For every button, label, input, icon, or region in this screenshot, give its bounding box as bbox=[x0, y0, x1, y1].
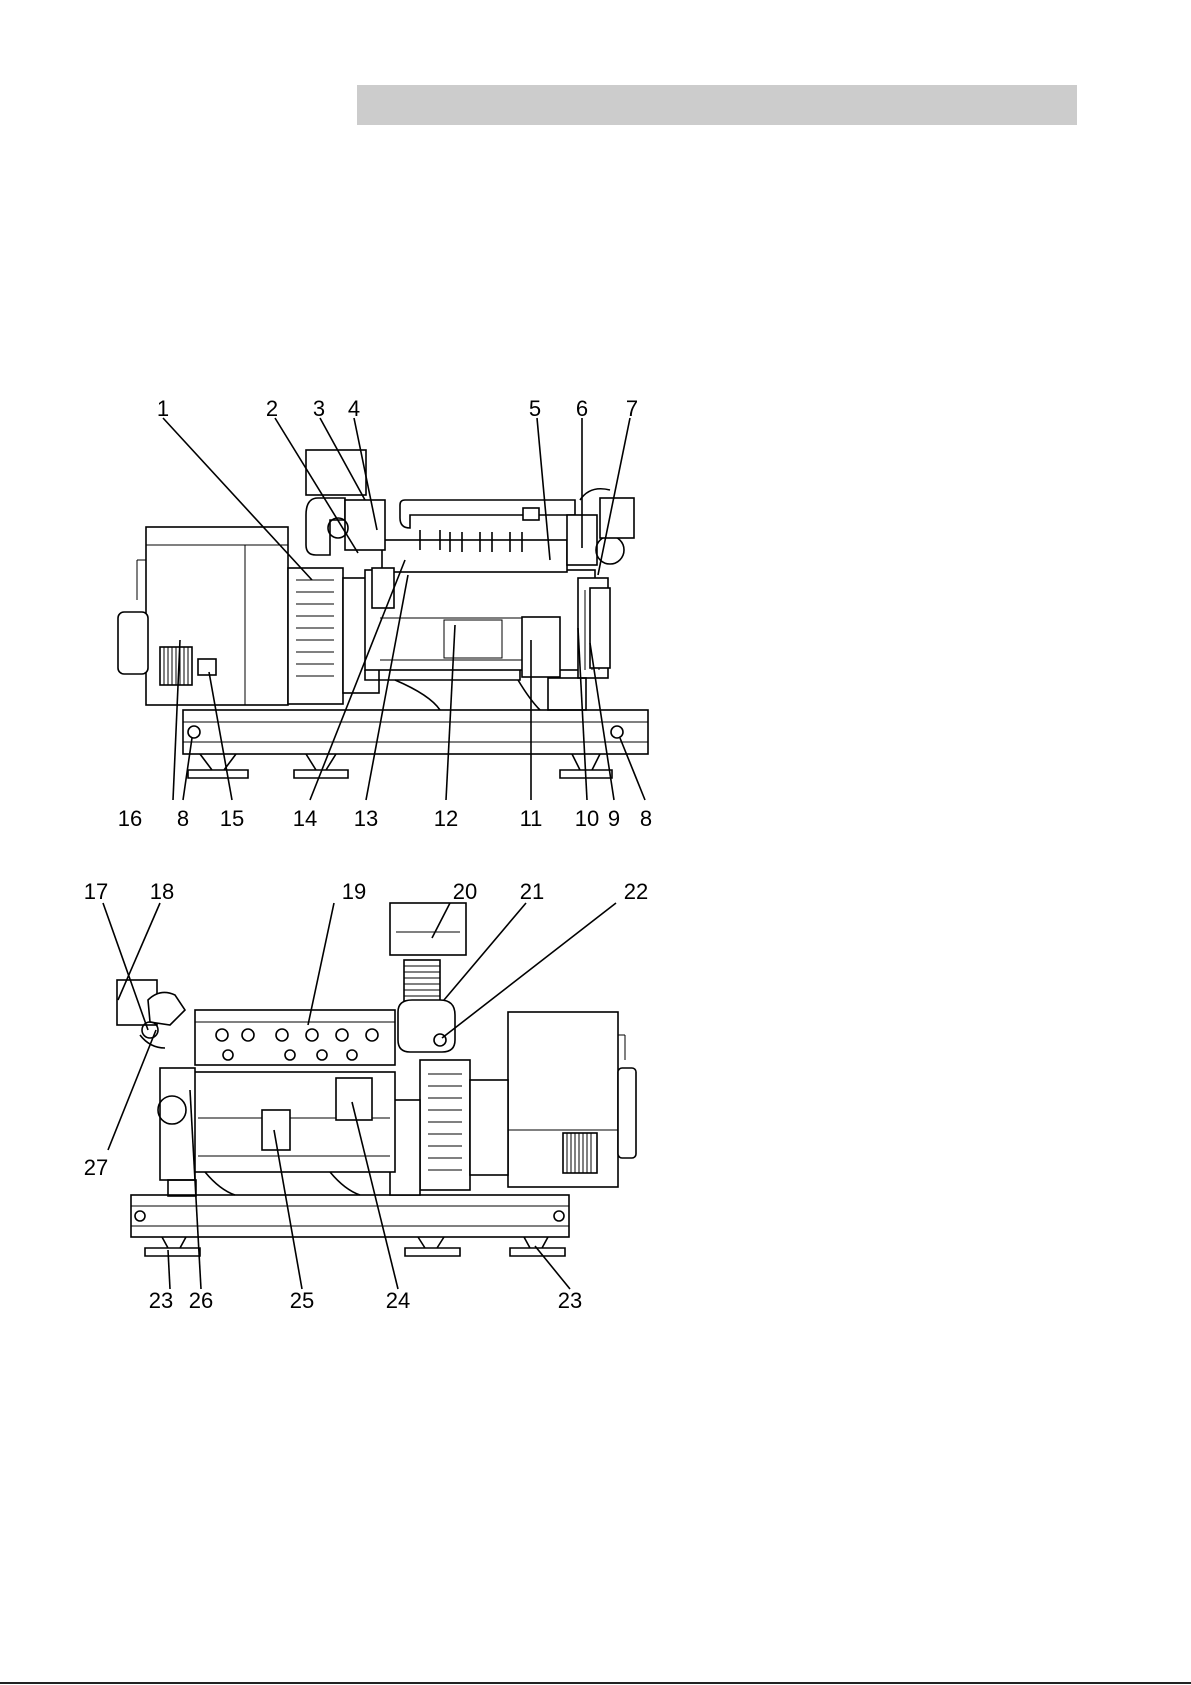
callout-23a: 23 bbox=[149, 1288, 173, 1313]
callout-10: 10 bbox=[575, 806, 599, 831]
callout-8b: 8 bbox=[640, 806, 652, 831]
page-bottom-rule bbox=[0, 1682, 1191, 1684]
oil-filter bbox=[522, 617, 560, 677]
lower-generator-drawing bbox=[103, 903, 636, 1289]
callout-17: 17 bbox=[84, 879, 108, 904]
callout-5: 5 bbox=[529, 396, 541, 421]
callout-15: 15 bbox=[220, 806, 244, 831]
callout-12: 12 bbox=[434, 806, 458, 831]
callout-20: 20 bbox=[453, 879, 477, 904]
callout-24: 24 bbox=[386, 1288, 410, 1313]
starter-motor bbox=[336, 1078, 372, 1120]
base-frame-upper bbox=[183, 710, 648, 754]
callout-1: 1 bbox=[157, 396, 169, 421]
callout-19: 19 bbox=[342, 879, 366, 904]
callout-3: 3 bbox=[313, 396, 325, 421]
upper-generator-drawing bbox=[118, 418, 648, 800]
callout-14: 14 bbox=[293, 806, 317, 831]
callout-25: 25 bbox=[290, 1288, 314, 1313]
alternator-housing bbox=[146, 527, 288, 705]
callout-23b: 23 bbox=[558, 1288, 582, 1313]
fan-housing bbox=[288, 568, 343, 704]
callout-21: 21 bbox=[520, 879, 544, 904]
callout-22: 22 bbox=[624, 879, 648, 904]
turbocharger bbox=[600, 498, 634, 538]
callout-6: 6 bbox=[576, 396, 588, 421]
callout-11: 11 bbox=[520, 806, 543, 831]
callout-26: 26 bbox=[189, 1288, 213, 1313]
callout-8a: 8 bbox=[177, 806, 189, 831]
air-filter-upper bbox=[306, 450, 366, 495]
exhaust-manifold bbox=[382, 540, 567, 572]
callout-4: 4 bbox=[348, 396, 360, 421]
callout-9: 9 bbox=[608, 806, 620, 831]
callout-18: 18 bbox=[150, 879, 174, 904]
callout-16: 16 bbox=[118, 806, 142, 831]
callout-13: 13 bbox=[354, 806, 378, 831]
callout-7: 7 bbox=[626, 396, 638, 421]
callout-27: 27 bbox=[84, 1155, 108, 1180]
air-filter-lower bbox=[390, 903, 466, 955]
callout-2: 2 bbox=[266, 396, 278, 421]
